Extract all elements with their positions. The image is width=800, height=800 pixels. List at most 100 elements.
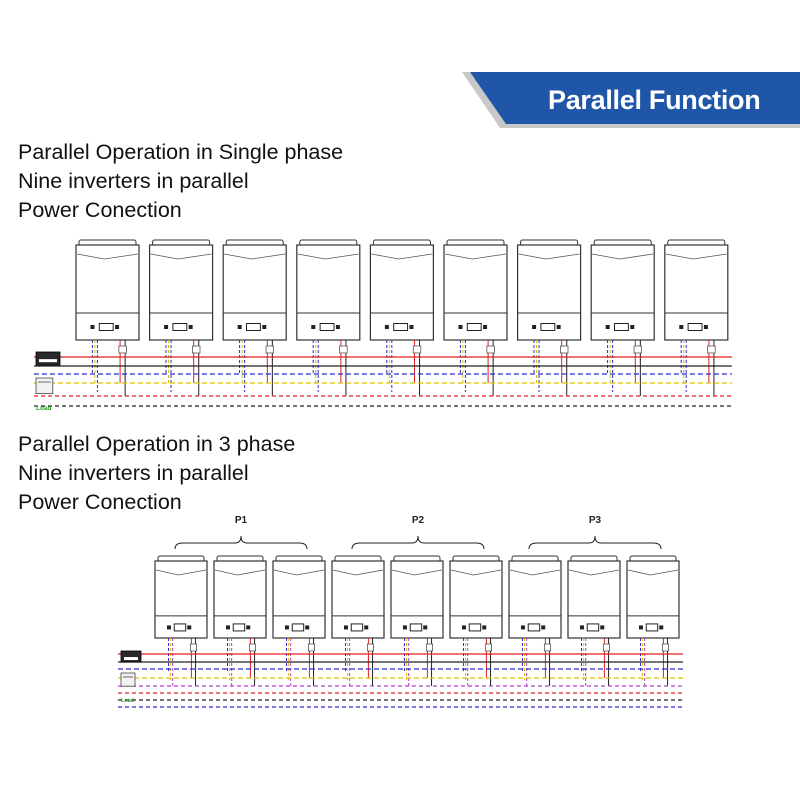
- inverter-lcd-screen: [246, 323, 261, 331]
- three-phase-title: Parallel Operation in 3 phase: [18, 432, 296, 456]
- inverter-front-bevel: [273, 569, 325, 576]
- group-brace: [351, 535, 485, 550]
- fuse-block: [661, 643, 669, 652]
- inverter-led-right: [482, 625, 487, 630]
- banner-background: [462, 72, 800, 128]
- inverter-led-right: [600, 625, 605, 630]
- inverter-led-left: [638, 625, 643, 630]
- diagram-three-3-inverter: [272, 555, 326, 639]
- diagram-single-8-inverter: [590, 239, 655, 341]
- diagram-single-3-inverter: [222, 239, 287, 341]
- diagram-single-5-inverter: [369, 239, 434, 341]
- inverter-led-left: [520, 625, 525, 630]
- inverter-lcd-screen: [173, 623, 187, 632]
- inverter-front-bevel: [627, 569, 679, 576]
- inverter-lcd-screen: [409, 623, 423, 632]
- inverter-front-bevel: [155, 569, 207, 576]
- inverter-led-left: [164, 325, 169, 329]
- inverter-front-bevel: [371, 253, 433, 260]
- diagram-single-4-inverter: [296, 239, 361, 341]
- inverter-front-bevel: [391, 569, 443, 576]
- inverter-front-bevel: [665, 253, 727, 260]
- inverter-lcd-screen: [614, 323, 629, 331]
- fuse-block: [118, 345, 127, 354]
- fuse-block: [602, 643, 610, 652]
- inverter-led-left: [579, 625, 584, 630]
- inverter-lcd-screen: [466, 323, 482, 331]
- fuse-block: [484, 643, 492, 652]
- inverter-front-bevel: [592, 253, 654, 260]
- group-label-p2: P2: [412, 515, 425, 526]
- three-phase-label: Power Conection: [18, 490, 182, 514]
- inverter-led-left: [532, 325, 537, 329]
- group-brace: [528, 535, 662, 550]
- inverter-led-right: [659, 625, 664, 630]
- diagram-single-9-inverter: [664, 239, 729, 341]
- fuse-block: [192, 345, 201, 354]
- inverter-led-right: [188, 325, 193, 329]
- inverter-led-right: [364, 625, 369, 630]
- inverter-front-bevel: [444, 253, 507, 260]
- inverter-front-bevel: [150, 253, 212, 260]
- fuse-block: [248, 643, 257, 652]
- group-label-p1: P1: [235, 515, 248, 526]
- inverter-led-left: [402, 625, 407, 630]
- fuse-block: [366, 643, 374, 652]
- inverter-lcd-screen: [319, 323, 335, 331]
- diagram-three-8-inverter: [567, 555, 621, 639]
- inverter-lcd-screen: [350, 623, 364, 632]
- inverter-led-left: [237, 325, 242, 329]
- single-phase-label: Power Conection: [18, 198, 182, 222]
- load-label: Load: [121, 698, 134, 704]
- inverter-lcd-screen: [98, 323, 114, 331]
- inverter-led-right: [187, 625, 192, 630]
- inverter-led-left: [284, 625, 289, 630]
- diagram-three-7-inverter: [508, 555, 562, 639]
- inverter-led-right: [556, 325, 561, 329]
- inverter-lcd-screen: [232, 623, 246, 632]
- single-phase-subtitle: Nine inverters in parallel: [18, 169, 249, 193]
- fuse-block: [486, 345, 495, 354]
- group-brace: [174, 535, 308, 550]
- battery-icon-label: [124, 657, 138, 661]
- inverter-led-right: [423, 625, 428, 630]
- inverter-led-right: [483, 325, 488, 329]
- inverter-lcd-screen: [172, 323, 188, 331]
- diagram-three-5-inverter: [390, 555, 444, 639]
- inverter-led-right: [630, 325, 635, 329]
- inverter-front-bevel: [297, 253, 359, 260]
- inverter-front-bevel: [518, 253, 580, 260]
- inverter-front-bevel: [509, 569, 561, 576]
- inverter-led-right: [335, 325, 340, 329]
- inverter-front-bevel: [450, 569, 502, 576]
- inverter-lcd-screen: [527, 623, 541, 632]
- inverter-led-right: [246, 625, 251, 630]
- inverter-led-left: [458, 325, 463, 329]
- inverter-body: [626, 560, 680, 639]
- banner-fill: [470, 72, 800, 124]
- fuse-block: [425, 643, 433, 652]
- inverter-led-right: [115, 325, 120, 329]
- inverter-led-left: [384, 325, 389, 329]
- banner-title: Parallel Function: [548, 85, 761, 115]
- inverter-front-bevel: [568, 569, 620, 576]
- fuse-block: [560, 345, 569, 354]
- inverter-led-left: [225, 625, 230, 630]
- inverter-led-left: [311, 325, 316, 329]
- inverter-lcd-screen: [468, 623, 482, 632]
- diagram-three-9-inverter: [626, 555, 680, 639]
- inverter-led-right: [703, 325, 708, 329]
- inverter-lcd-screen: [291, 623, 305, 632]
- inverter-front-bevel: [332, 569, 384, 576]
- inverter-lcd-screen: [540, 323, 556, 331]
- fuse-block: [189, 643, 198, 652]
- load-label: Load: [36, 405, 52, 412]
- fuse-block: [633, 345, 642, 354]
- inverter-lcd-screen: [645, 623, 659, 632]
- diagram-single-7-inverter: [516, 239, 582, 341]
- inverter-led-right: [305, 625, 310, 630]
- inverter-lcd-screen: [586, 623, 600, 632]
- inverter-led-left: [605, 325, 610, 329]
- inverter-front-bevel: [224, 253, 286, 260]
